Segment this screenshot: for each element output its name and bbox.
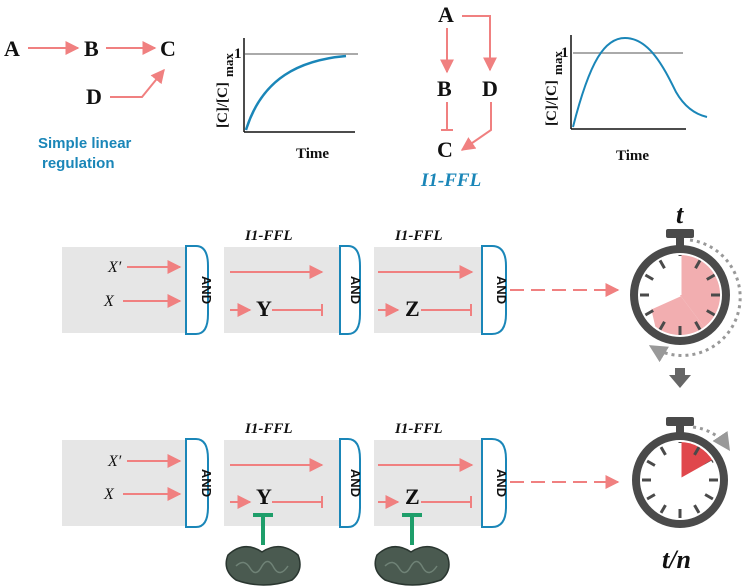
cascade-top-and-gate-2 [339, 245, 361, 335]
cascade-top-and-gate-3-label: AND [494, 276, 509, 304]
plot-right-ylabel-sub: max [550, 51, 565, 75]
mitochondrion-1-icon [225, 546, 301, 586]
cascade-bottom-input1: X′ [107, 453, 122, 470]
cascade-top-and-gate-3 [481, 245, 507, 335]
ffl-node-c: C [437, 137, 453, 162]
plot-left-ylabel: [C]/[C] max [215, 53, 236, 128]
ffl-caption: I1-FFL [420, 170, 481, 191]
plot-left-curve [244, 54, 347, 131]
cascade-bottom-and-gate-2 [339, 438, 361, 528]
arrow-d-to-c-ffl [460, 102, 492, 151]
cascade-bottom: X′ X AND I1-FFL Y AND I1-FFL Z AND [62, 421, 620, 586]
plot-right-xlabel: Time [616, 148, 649, 164]
plot-left: 1 Time [C]/[C] max [215, 38, 358, 162]
plot-right-ylabel: [C]/[C] max [544, 51, 565, 126]
stopwatch-bottom-icon: t/n [632, 417, 730, 574]
arrow-d-to-c [110, 68, 165, 98]
cascade-bottom-and-gate-3 [481, 438, 507, 528]
cascade-top-node-z: Z [405, 296, 420, 321]
cascade-bottom-and-gate-2-label: AND [348, 469, 363, 497]
cascade-bottom-and-gate-1-label: AND [199, 469, 214, 497]
cascade-top-input2: X [103, 293, 115, 310]
stopwatch-top-icon: t [630, 200, 742, 363]
ffl-node-b: B [437, 76, 452, 101]
simple-node-a: A [4, 36, 20, 61]
cascade-top-and-gate-2-label: AND [348, 276, 363, 304]
plot-left-ylabel-main: [C]/[C] [215, 82, 231, 128]
down-arrow-icon [669, 368, 691, 388]
cascade-top-node-y: Y [256, 296, 272, 321]
timer-bottom-label: t/n [662, 545, 691, 574]
cascade-bottom-ffl1-label: I1-FFL [244, 421, 293, 437]
ffl-network: A B D C I1-FFL [420, 2, 498, 191]
simple-caption-line2: regulation [42, 155, 115, 172]
plot-right-curve [572, 36, 708, 128]
cascade-bottom-node-z: Z [405, 484, 420, 509]
plot-right-ylabel-main: [C]/[C] [544, 80, 560, 126]
plot-left-ylabel-sub: max [221, 53, 236, 77]
simple-caption-line1: Simple linear [38, 135, 132, 152]
cascade-bottom-and-gate-1 [185, 438, 209, 528]
simple-node-d: D [86, 84, 102, 109]
cascade-top-input-panel [62, 247, 186, 333]
timer-top-label: t [676, 200, 684, 229]
ffl-node-a: A [438, 2, 454, 27]
simple-node-c: C [160, 36, 176, 61]
cascade-top-ffl2-panel [374, 247, 482, 333]
plot-right: 1 Time [C]/[C] max [544, 35, 708, 164]
plot-left-xlabel: Time [296, 146, 329, 162]
simple-node-b: B [84, 36, 99, 61]
plot-left-ytick: 1 [234, 46, 242, 62]
ffl-node-d: D [482, 76, 498, 101]
cascade-bottom-ffl2-panel [374, 440, 482, 526]
cascade-bottom-ffl1-panel [224, 440, 346, 526]
plot-right-ytick: 1 [561, 45, 569, 61]
cascade-bottom-node-y: Y [256, 484, 272, 509]
simple-linear-network: A B C D Simple linear regulation [4, 36, 176, 172]
cascade-top-input1: X′ [107, 259, 122, 276]
cascade-top-ffl1-panel [224, 247, 346, 333]
cascade-bottom-and-gate-3-label: AND [494, 469, 509, 497]
cascade-top-ffl1-label: I1-FFL [244, 228, 293, 244]
mitochondrion-2-icon [374, 546, 450, 586]
cascade-top-and-gate-1-label: AND [199, 276, 214, 304]
cascade-bottom-input-panel [62, 440, 186, 526]
cascade-bottom-ffl2-label: I1-FFL [394, 421, 443, 437]
cascade-top-and-gate-1 [185, 245, 209, 335]
cascade-bottom-input2: X [103, 486, 115, 503]
cascade-top: X′ X AND I1-FFL Y AND I1-FFL Z AND [62, 228, 620, 335]
arrow-a-to-d-ffl [462, 15, 497, 72]
cascade-top-ffl2-label: I1-FFL [394, 228, 443, 244]
